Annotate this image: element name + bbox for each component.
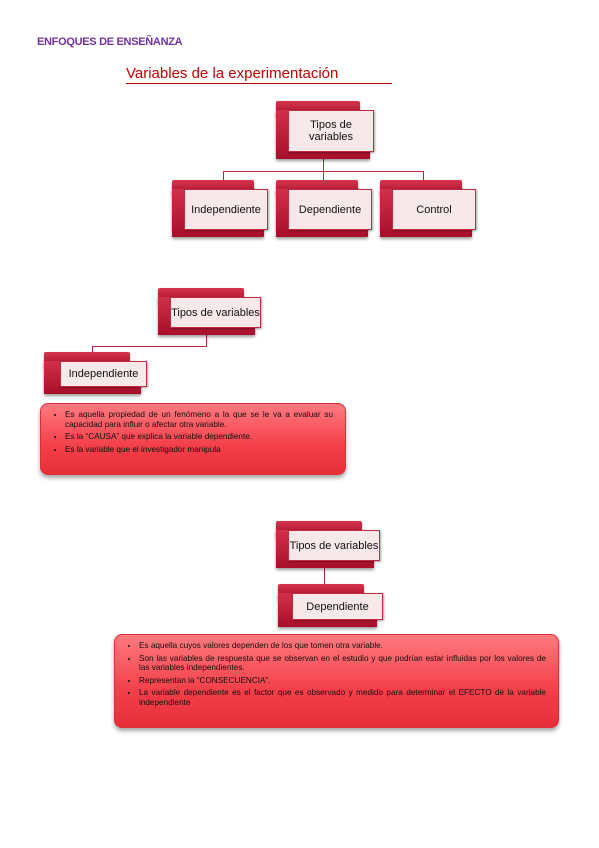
independent-node: Independiente: [172, 180, 268, 237]
independent-description: Es aquella propiedad de un fenómeno a la…: [40, 403, 346, 475]
connector: [92, 346, 207, 347]
bullet-item: Es aquella cuyos valores dependen de los…: [139, 641, 546, 651]
independent-node: Independiente: [44, 352, 147, 394]
root-node-label: Tipos de variables: [288, 110, 374, 152]
connector: [206, 333, 207, 347]
root-node: Tipos de variables: [276, 101, 374, 159]
connector: [423, 171, 424, 181]
connector: [92, 346, 93, 354]
dependent-node: Dependiente: [276, 180, 372, 237]
control-node-label: Control: [392, 189, 476, 230]
page-header: ENFOQUES DE ENSEÑANZA: [37, 36, 183, 48]
connector: [223, 171, 224, 181]
dependent-description: Es aquella cuyos valores dependen de los…: [114, 634, 559, 728]
connector: [324, 565, 325, 585]
root-node: Tipos de variables: [158, 288, 261, 335]
bullet-item: Es la “CAUSA” que explica la variable de…: [65, 432, 333, 442]
dependent-node-label: Dependiente: [288, 189, 372, 230]
bullet-item: Representan la “CONSECUENCIA”.: [139, 676, 546, 686]
dependent-node: Dependiente: [278, 584, 383, 627]
bullet-item: Es aquella propiedad de un fenómeno a la…: [65, 410, 333, 429]
bullet-item: Es la variable que el investigador manip…: [65, 445, 333, 455]
control-node: Control: [380, 180, 476, 237]
connector: [323, 158, 324, 171]
bullet-item: Son las variables de respuesta que se ob…: [139, 654, 546, 673]
page-title: Variables de la experimentación: [126, 65, 339, 82]
root-node: Tipos de variables: [276, 521, 380, 568]
independent-node-label: Independiente: [184, 189, 268, 230]
root-node-label: Tipos de variables: [288, 530, 380, 561]
dependent-node-label: Dependiente: [292, 593, 383, 620]
root-node-label: Tipos de variables: [170, 297, 261, 328]
connector: [323, 171, 324, 181]
title-underline: [126, 83, 392, 84]
bullet-item: La variable dependiente es el factor que…: [139, 688, 546, 707]
independent-node-label: Independiente: [60, 361, 147, 387]
